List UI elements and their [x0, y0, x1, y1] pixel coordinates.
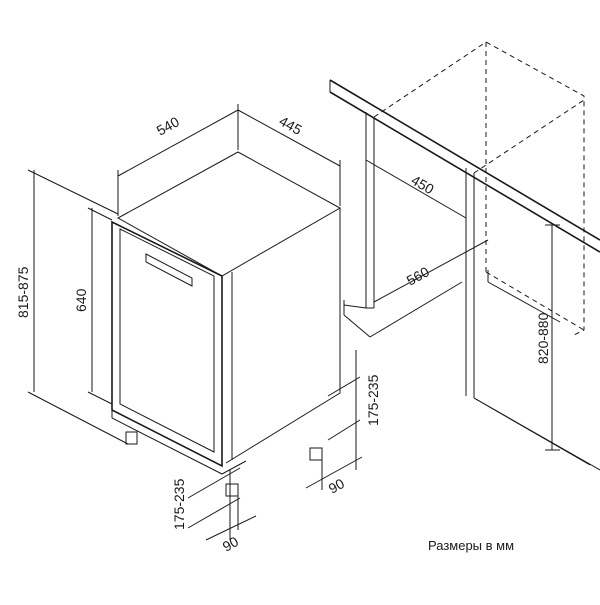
countertop-front-edge	[329, 79, 600, 241]
dishwasher-top	[116, 151, 342, 277]
label-front-offset: 90	[220, 533, 242, 555]
dishwasher-door	[111, 220, 223, 468]
label-door-height: 640	[73, 288, 89, 312]
hidden-floor-back	[485, 271, 585, 331]
dim-ext-rear-leg-top	[327, 376, 361, 397]
dishwasher-plinth	[111, 410, 247, 475]
dim-line-width	[117, 109, 239, 177]
leg-front-left	[125, 431, 138, 445]
dishwasher-body	[111, 151, 342, 497]
leg-rear-right	[309, 447, 323, 461]
dim-ext-rear-leg-bottom	[327, 419, 361, 441]
dishwasher-dimension-lines	[27, 104, 363, 541]
dim-ext-door-bottom	[87, 391, 113, 405]
dim-ext-total-top	[27, 169, 119, 215]
hidden-right-top	[473, 99, 585, 174]
niche-cabinet	[329, 41, 600, 471]
label-rear-offset: 90	[326, 475, 348, 497]
dishwasher-door-inner	[119, 228, 215, 453]
label-niche-height: 820-880	[535, 312, 551, 364]
units-caption: Размеры в мм	[428, 538, 514, 553]
floor-back-line	[369, 281, 463, 338]
label-rear-leg: 175-235	[365, 374, 381, 426]
dim-line-niche-width	[365, 159, 467, 219]
label-niche-width: 450	[409, 172, 437, 198]
dim-line-depth	[237, 109, 341, 167]
dim-line-rear-offset	[305, 456, 363, 489]
label-total-height: 815-875	[15, 266, 31, 318]
label-width: 540	[154, 113, 182, 138]
hidden-back-top	[373, 41, 585, 337]
leg-front-right	[225, 483, 239, 497]
dim-line-front-offset	[205, 515, 257, 541]
label-depth: 445	[277, 113, 305, 138]
label-niche-depth: 560	[404, 263, 432, 288]
niche-dimension-lines	[365, 159, 560, 451]
dim-ext-total-bottom	[27, 391, 129, 445]
label-front-leg: 175-235	[171, 478, 187, 530]
dishwasher-side	[225, 208, 341, 464]
dim-ext-door-top	[87, 207, 113, 221]
dim-ext-front-leg-bottom	[187, 497, 241, 529]
door-handle	[145, 253, 193, 287]
floor-line-left	[343, 314, 371, 338]
right-plinth-upper	[473, 397, 591, 466]
dim-line-niche-depth	[373, 239, 489, 303]
niche-floor-right	[487, 281, 561, 323]
left-cabinet-base	[343, 304, 374, 309]
dim-ext-front-leg-top	[187, 467, 241, 499]
